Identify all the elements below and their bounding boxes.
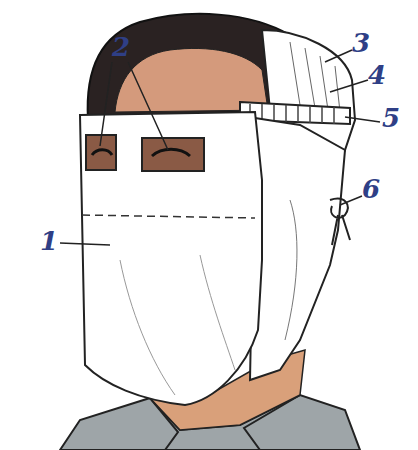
cap-hatching: [290, 42, 340, 112]
callout-number: 3: [352, 30, 370, 56]
mask-tie: [330, 199, 350, 245]
leader-line: [60, 243, 110, 245]
leader-line: [340, 196, 362, 205]
eye-window: [142, 138, 204, 171]
leader-line: [345, 117, 380, 122]
callout-number: 6: [362, 176, 380, 202]
callout-number: 2: [112, 34, 130, 60]
leader-line: [325, 50, 352, 62]
callout-number: 5: [382, 105, 400, 131]
mask-front: [80, 112, 262, 405]
eye: [92, 149, 190, 156]
fold-line: [120, 255, 235, 395]
leader-line: [100, 62, 168, 150]
leader-line: [330, 80, 368, 92]
mask-side-panel: [250, 118, 345, 380]
callout-number: 4: [368, 62, 386, 88]
seam-line: [82, 215, 255, 218]
callout-number: 1: [40, 228, 58, 254]
fold-line: [285, 200, 297, 340]
